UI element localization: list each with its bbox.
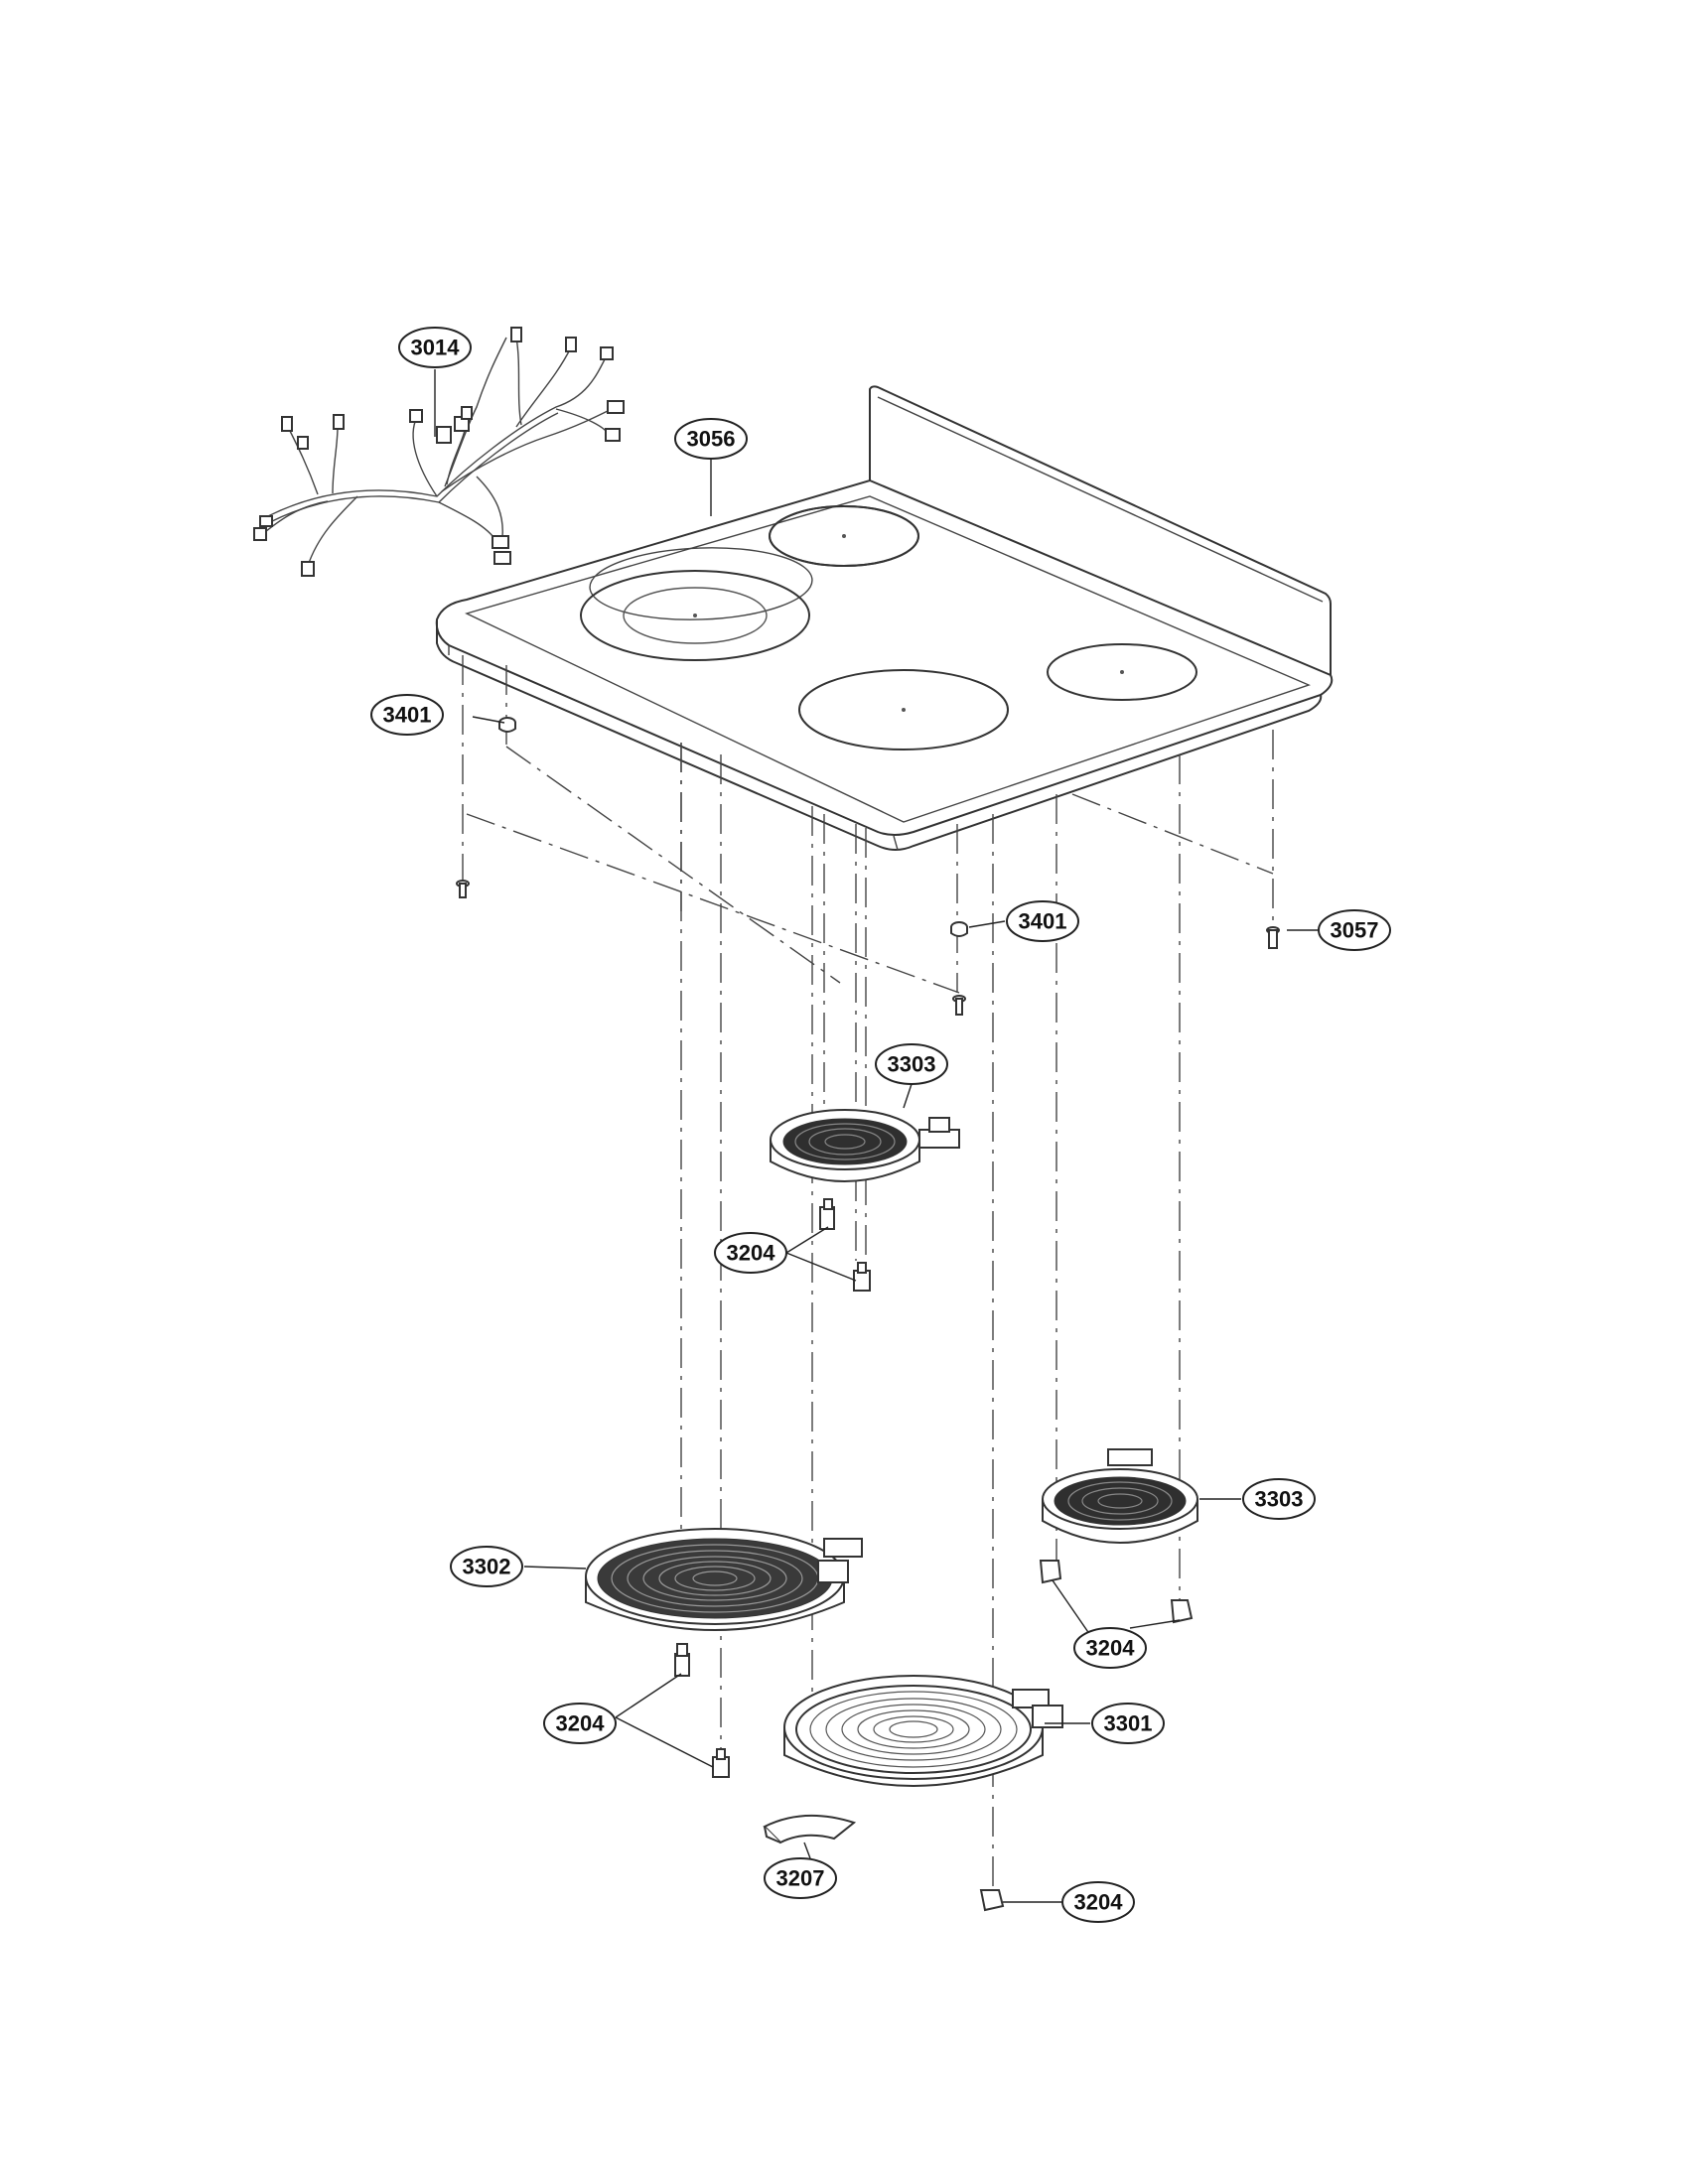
element-3303-right-drawing — [1042, 1448, 1198, 1544]
callout-3401-left: 3401 — [370, 694, 444, 736]
callout-3401-center-label: 3401 — [1019, 909, 1067, 934]
callout-3303-right-label: 3303 — [1255, 1487, 1304, 1512]
bracket-3204-left-b — [712, 1748, 730, 1778]
screw-3057-drawing — [1266, 926, 1280, 949]
callout-3301: 3301 — [1091, 1703, 1165, 1744]
element-3303-top-drawing — [770, 1109, 960, 1182]
element-3302-drawing — [585, 1528, 863, 1631]
callout-3014: 3014 — [398, 327, 472, 368]
bracket-3204-right-a — [1039, 1560, 1062, 1584]
callout-3204-bottom: 3204 — [1061, 1881, 1135, 1923]
screw-3401-center-drawing — [950, 921, 968, 937]
callout-3207: 3207 — [764, 1857, 837, 1899]
callout-3057-label: 3057 — [1331, 918, 1379, 943]
callout-3057: 3057 — [1318, 909, 1391, 951]
callout-3303-right: 3303 — [1242, 1478, 1316, 1520]
callout-3204-right-label: 3204 — [1086, 1636, 1136, 1661]
callout-3401-center: 3401 — [1006, 900, 1079, 942]
callout-3303-top: 3303 — [875, 1043, 948, 1085]
bracket-3204-top-a — [819, 1198, 835, 1230]
callout-3204-left: 3204 — [543, 1703, 617, 1744]
wire-harness-drawing — [253, 327, 625, 577]
callout-3204-top-label: 3204 — [727, 1241, 776, 1266]
callout-3204-bottom-label: 3204 — [1074, 1890, 1124, 1915]
callout-3303-top-label: 3303 — [888, 1052, 936, 1077]
callout-3056: 3056 — [674, 418, 748, 460]
cooktop-glass-drawing — [435, 385, 1334, 851]
screw-center-bottom-drawing — [952, 995, 966, 1016]
bracket-3204-bottom — [979, 1889, 1005, 1912]
bracket-3204-left-a — [674, 1643, 690, 1677]
cooktop-burners — [580, 505, 1197, 751]
callout-3207-label: 3207 — [776, 1866, 825, 1891]
element-3301-drawing — [783, 1675, 1063, 1787]
shield-3207-drawing — [763, 1814, 857, 1844]
callout-3014-label: 3014 — [411, 336, 461, 360]
bracket-3204-right-b — [1170, 1599, 1194, 1624]
screw-bottom-left-drawing — [456, 880, 470, 898]
callout-3204-right: 3204 — [1073, 1627, 1147, 1669]
leader-lines — [434, 369, 1319, 1903]
callout-3302: 3302 — [450, 1546, 523, 1587]
callout-3204-top: 3204 — [714, 1232, 787, 1274]
callout-3302-label: 3302 — [463, 1555, 511, 1579]
callout-3401-left-label: 3401 — [383, 703, 432, 728]
bracket-3204-top-b — [853, 1262, 871, 1292]
screw-3401-left-drawing — [498, 717, 516, 733]
callout-3056-label: 3056 — [687, 427, 736, 452]
callout-3204-left-label: 3204 — [556, 1711, 606, 1736]
callout-3301-label: 3301 — [1104, 1711, 1153, 1736]
